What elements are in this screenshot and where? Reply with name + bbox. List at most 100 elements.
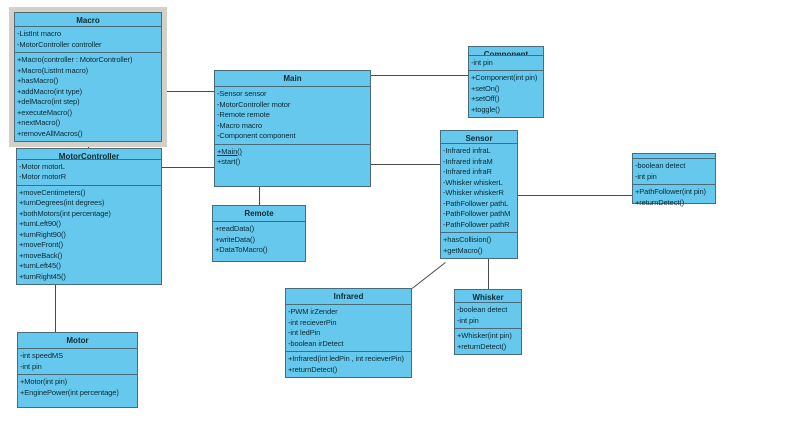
class-member: +Macro(ListInt macro) (17, 65, 89, 75)
class-operations-motor: +Motor(int pin) +EnginePower(int percent… (18, 375, 137, 407)
class-member: -PathFollower pathL (443, 198, 509, 208)
connector-macro-main (162, 91, 214, 92)
class-title-motor: Motor (18, 333, 137, 349)
class-operations-motorcontroller: +moveCentimeters() +turnDegrees(int degr… (17, 186, 161, 285)
class-member: +turnLeft45() (19, 261, 61, 270)
class-member: -PathFollower pathR (443, 219, 510, 229)
class-member: -int recieverPin (288, 317, 337, 327)
class-attributes-macro: -ListInt macro -MotorController controll… (15, 27, 161, 53)
class-member: -PWM irZender (288, 307, 338, 316)
class-member: -Infrared infraM (443, 156, 493, 166)
class-box-main[interactable]: Main -Sensor sensor -MotorController mot… (214, 70, 371, 187)
class-member: +Motor(int pin) (20, 377, 68, 386)
class-member: +removeAllMacros() (17, 128, 83, 138)
class-member: +Macro(controller : MotorController) (17, 55, 133, 64)
class-member: +readData() (215, 224, 255, 233)
class-member: +hasCollision() (443, 235, 492, 244)
class-member: -MotorController motor (217, 99, 291, 109)
class-member: +hasMacro() (17, 76, 59, 85)
class-member: +executeMacro() (17, 107, 72, 117)
class-operations-macro: +Macro(controller : MotorController) +Ma… (15, 53, 161, 141)
class-box-macro[interactable]: Macro -ListInt macro -MotorController co… (9, 7, 167, 147)
class-member: +turnRight45() (19, 271, 66, 281)
class-member: +toggle() (471, 104, 500, 114)
class-operations-sensor: +hasCollision() +getMacro() (441, 233, 517, 258)
class-attributes-whisker: -boolean detect -int pin (455, 303, 521, 329)
class-box-sensor[interactable]: Sensor -Infrared infraL -Infrared infraM… (440, 130, 518, 259)
class-member: +turnDegrees(int degrees) (19, 198, 105, 207)
class-box-pathfollower[interactable]: PathFollower -boolean detect -int pin +P… (632, 153, 716, 207)
class-attributes-motor: -int speedMS -int pin (18, 349, 137, 375)
class-member: -int pin (635, 171, 657, 181)
class-attributes-component: -int pin (469, 56, 543, 71)
class-member: +EnginePower(int percentage) (20, 387, 119, 397)
class-member: -MotorController controller (17, 39, 102, 49)
class-member: +writeData() (215, 234, 255, 244)
class-member: -int pin (457, 315, 479, 325)
class-member: +moveFront() (19, 240, 64, 249)
class-attributes-infrared: -PWM irZender -int recieverPin -int ledP… (286, 305, 411, 352)
class-member: -Whisker whiskerL (443, 177, 503, 187)
class-member: -Infrared infraL (443, 146, 491, 155)
class-member: -boolean detect (457, 305, 508, 314)
class-member: -boolean detect (635, 161, 686, 170)
class-title-sensor: Sensor (441, 131, 517, 144)
class-member: +Infrared(int ledPin , int recieverPin) (288, 354, 404, 363)
class-title-macro: Macro (15, 13, 161, 27)
class-member: +returnDetect() (288, 364, 338, 374)
class-member: -Sensor sensor (217, 89, 267, 98)
class-member: +delMacro(int step) (17, 97, 80, 106)
connector-main-remote (259, 187, 260, 205)
class-member: -int ledPin (288, 328, 321, 337)
connector-motorcontroller-motor-vertical (55, 285, 56, 332)
class-operations-pathfollower: +PathFollower(int pin) +returnDetect() (633, 185, 715, 210)
class-attributes-pathfollower: -boolean detect -int pin (633, 159, 715, 185)
class-member: -PathFollower pathM (443, 209, 511, 218)
class-attributes-main: -Sensor sensor -MotorController motor -R… (215, 87, 370, 145)
class-member: -int pin (20, 361, 42, 371)
class-title-remote: Remote (213, 206, 305, 222)
class-member: -ListInt macro (17, 29, 62, 38)
class-member: +Whisker(int pin) (457, 331, 512, 340)
class-title-pathfollower: PathFollower (633, 154, 715, 159)
class-box-motorcontroller[interactable]: MotorController -Motor motorL -Motor mot… (16, 148, 162, 285)
class-box-remote[interactable]: Remote +readData() +writeData() +DataToM… (212, 205, 306, 262)
class-title-motorcontroller: MotorController (17, 149, 161, 160)
class-member: -Motor motorL (19, 161, 65, 171)
class-box-infrared[interactable]: Infrared -PWM irZender -int recieverPin … (285, 288, 412, 378)
class-member: +moveCentimeters() (19, 187, 86, 197)
class-member: +getMacro() (443, 245, 483, 255)
class-member: +Component(int pin) (471, 73, 538, 82)
class-member: +returnDetect() (635, 197, 685, 207)
class-member: -Infrared infraR (443, 167, 492, 176)
class-member: -Component component (217, 131, 296, 140)
class-member: -Macro macro (217, 120, 263, 130)
class-member: +addMacro(int type) (17, 86, 83, 96)
class-member: +moveBack() (19, 250, 63, 260)
class-box-component[interactable]: Component -int pin +Component(int pin) +… (468, 46, 544, 118)
connector-macro-motorcontroller (88, 142, 89, 148)
class-member: +turnLeft90() (19, 219, 61, 228)
class-member: -Whisker whiskerR (443, 188, 504, 197)
class-member: +DataToMacro() (215, 245, 268, 254)
connector-sensor-infrared (412, 262, 446, 289)
class-member: -boolean irDetect (288, 338, 344, 348)
class-member: -int speedMS (20, 351, 63, 360)
connector-sensor-whisker (488, 259, 489, 289)
class-operations-remote: +readData() +writeData() +DataToMacro() (213, 222, 305, 261)
class-member: -Motor motorR (19, 172, 67, 181)
class-box-motor[interactable]: Motor -int speedMS -int pin +Motor(int p… (17, 332, 138, 408)
class-member: +PathFollower(int pin) (635, 187, 706, 196)
class-operations-whisker: +Whisker(int pin) +returnDetect() (455, 329, 521, 354)
class-operations-infrared: +Infrared(int ledPin , int recieverPin) … (286, 352, 411, 377)
class-title-component: Component (469, 47, 543, 56)
class-member: +turnRight90() (19, 229, 66, 239)
class-member: -int pin (471, 57, 493, 67)
class-attributes-sensor: -Infrared infraL -Infrared infraM -Infra… (441, 144, 517, 233)
class-member: +start() (217, 157, 241, 166)
class-box-whisker[interactable]: Whisker -boolean detect -int pin +Whiske… (454, 289, 522, 355)
class-title-main: Main (215, 71, 370, 87)
class-operations-component: +Component(int pin) +setOn() +setOff() +… (469, 71, 543, 117)
class-member: +nextMacro() (17, 118, 61, 127)
